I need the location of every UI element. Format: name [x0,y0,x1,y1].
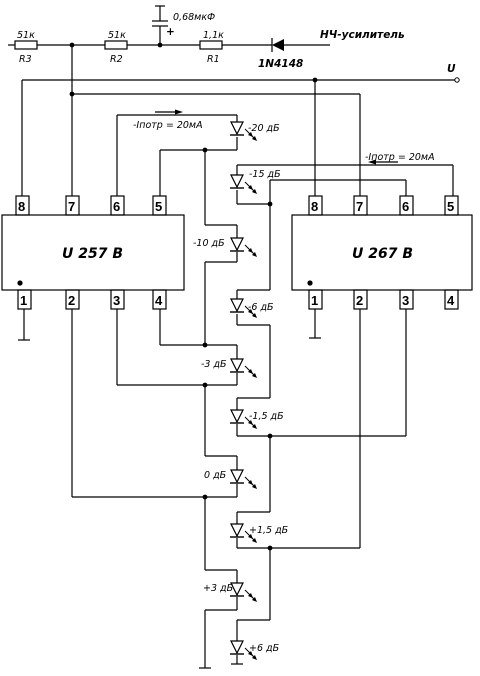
led-8: +1,5 дБ [230,523,289,543]
led-label-5: -3 дБ [201,359,227,370]
input-label: НЧ-усилитель [320,29,405,41]
u267b-pin-4: 4 [447,293,455,308]
led-ladder-wiring [71,109,454,669]
u267b-pin-1: 1 [311,293,318,308]
supply-label: U [447,63,456,75]
resistor-r3 [14,40,38,50]
led-label-9: +3 дБ [203,583,234,594]
u267b-pin-6: 6 [402,199,409,214]
supply-wiring [21,45,460,196]
u257b-pin-4: 4 [155,293,163,308]
led-label-1: -20 дБ [248,123,280,134]
r3-name: R3 [19,54,32,65]
r1-value: 1,1к [203,30,224,41]
u257b-pin-1: 1 [20,293,27,308]
led-label-10: +6 дБ [249,643,280,654]
u267b-pin-7: 7 [356,199,363,214]
u267b-pin-3: 3 [402,293,409,308]
led-label-8: +1,5 дБ [249,525,289,536]
resistor-r2 [104,40,128,50]
led-7: 0 дБ [204,469,257,489]
led-label-4: -6 дБ [248,302,274,313]
resistor-r1 [199,40,223,50]
led-2: -15 дБ [230,169,281,194]
current-label-left: -Iпотр = 20мА [133,120,203,131]
led-label-6: -1,5 дБ [249,411,284,422]
led-3: -10 дБ [193,237,257,257]
u257b-pin-6: 6 [113,199,120,214]
chip-u257b-name: U 257 B [62,246,123,262]
u267b-pin-5: 5 [447,199,454,214]
chip-u267b: U 267 B 8 7 6 5 1 2 3 4 [291,195,473,339]
u267b-pin-8: 8 [311,199,318,214]
u257b-pin-5: 5 [155,199,162,214]
r2-name: R2 [110,54,123,65]
r3-value: 51к [17,30,35,41]
chip-u267b-name: U 267 B [352,246,413,262]
u257b-pin-3: 3 [113,293,120,308]
led-6: -1,5 дБ [230,409,284,429]
led-4: -6 дБ [230,298,274,318]
u267b-pin-2: 2 [356,293,363,308]
r2-value: 51к [108,30,126,41]
r1-name: R1 [207,54,220,65]
chip-u257b: U 257 B 8 7 6 5 1 2 3 4 [1,195,185,341]
led-1: -20 дБ [230,121,280,141]
c1-polarity: + [166,26,175,38]
u257b-pin-8: 8 [18,199,25,214]
led-label-7: 0 дБ [204,470,227,481]
d1-name: 1N4148 [258,58,303,70]
led-5: -3 дБ [201,358,257,378]
current-label-right: -Iпотр = 20мА [365,152,435,163]
c1-value: 0,68мкФ [173,12,215,23]
led-10: +6 дБ [230,640,280,660]
led-label-2: -15 дБ [249,169,281,180]
u257b-pin-7: 7 [68,199,75,214]
led-group: -20 дБ -15 дБ -10 дБ -6 дБ -3 дБ -1,5 дБ 0 дБ +… [193,121,289,660]
u257b-pin-2: 2 [68,293,75,308]
led-label-3: -10 дБ [193,238,225,249]
led-9: +3 дБ [203,582,257,602]
diode-1n4148 [272,39,284,51]
